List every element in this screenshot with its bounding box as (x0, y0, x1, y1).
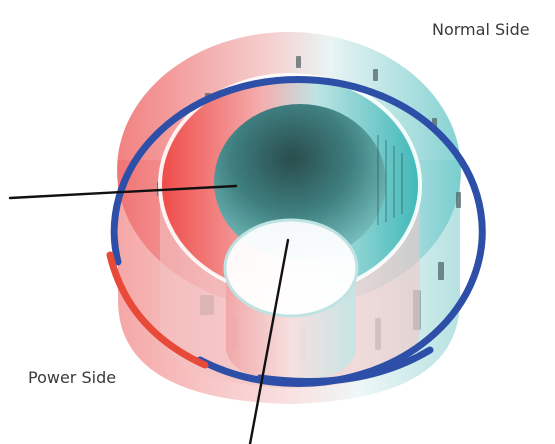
leader-line-core (8, 184, 238, 200)
outer-ring (106, 75, 486, 387)
label-power-side: Power Side (28, 368, 117, 387)
inner-core (214, 104, 386, 260)
power-side-ring (106, 251, 209, 369)
label-normal-side: Normal Side (432, 20, 530, 39)
leader-lines (8, 184, 290, 444)
inner-tube (223, 218, 359, 382)
leader-line-tube (248, 238, 290, 444)
inner-vents (377, 135, 403, 225)
